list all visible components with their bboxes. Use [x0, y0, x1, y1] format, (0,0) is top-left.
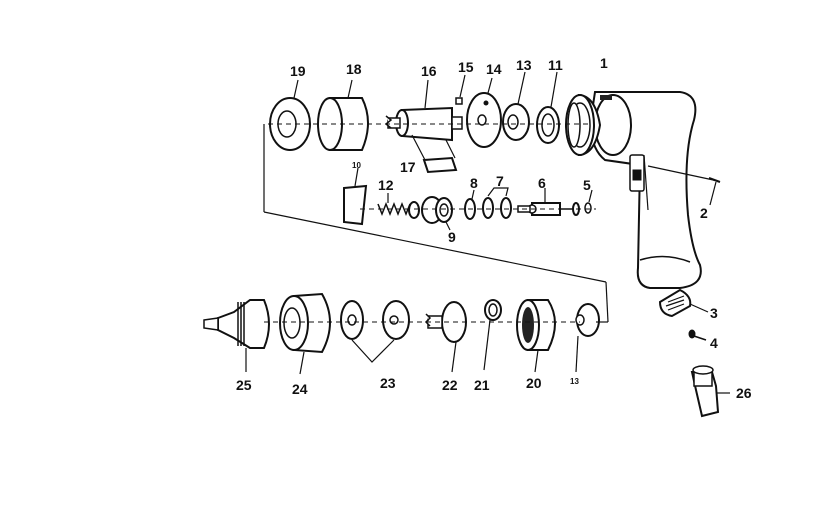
part-22-spindle — [424, 301, 467, 373]
label-23: 23 — [380, 375, 396, 391]
part-6-stem — [517, 188, 580, 216]
part-18-cylinder — [317, 79, 369, 151]
label-7: 7 — [496, 173, 504, 189]
label-14: 14 — [486, 61, 502, 77]
part-8-oring — [464, 189, 476, 220]
label-3: 3 — [710, 305, 718, 321]
part-12-spring — [377, 193, 411, 217]
label-24: 24 — [292, 381, 308, 397]
part-21-gears — [483, 299, 502, 371]
label-1: 1 — [600, 55, 608, 71]
part-10-sleeve — [343, 167, 368, 226]
part-26-inlet — [690, 365, 730, 418]
label-16: 16 — [421, 63, 437, 79]
label-11: 11 — [548, 57, 563, 73]
label-20: 20 — [526, 375, 542, 391]
part-1-housing — [577, 91, 702, 289]
label-26: 26 — [736, 385, 752, 401]
label-10: 10 — [352, 161, 361, 170]
label-4: 4 — [710, 335, 718, 351]
part-4-screw — [688, 329, 707, 341]
part-3-deflector — [658, 288, 709, 318]
part-19-cap — [269, 79, 311, 151]
part-15-pin — [455, 74, 466, 105]
label-2: 2 — [700, 205, 708, 221]
label-25: 25 — [236, 377, 252, 393]
part-9-valve — [408, 196, 453, 231]
part-25-chuck — [203, 299, 270, 372]
part-11-seal — [536, 71, 560, 144]
label-9: 9 — [448, 229, 456, 245]
label-6: 6 — [538, 175, 546, 191]
part-24-gear-housing — [279, 292, 331, 375]
part-7-orings — [482, 187, 512, 219]
label-13b: 13 — [570, 377, 579, 386]
part-2-pin — [647, 165, 721, 206]
part-23-washers — [340, 300, 410, 363]
label-5: 5 — [583, 177, 591, 193]
label-22: 22 — [442, 377, 458, 393]
part-20-ring-gear — [516, 299, 556, 373]
part-1-ring-thread — [565, 94, 595, 156]
part-5-clip — [584, 189, 593, 214]
part-16-rotor — [384, 79, 463, 142]
label-21: 21 — [474, 377, 490, 393]
assembly-axis-lines — [263, 123, 609, 323]
label-15: 15 — [458, 59, 474, 75]
part-17-blades — [411, 134, 458, 174]
label-8: 8 — [470, 175, 478, 191]
label-19: 19 — [290, 63, 306, 79]
label-13: 13 — [516, 57, 532, 73]
label-12: 12 — [378, 177, 394, 193]
part-13-bearing — [502, 71, 530, 141]
part-14-end-plate — [466, 77, 502, 148]
part-13b-bearing — [575, 303, 600, 373]
label-18: 18 — [346, 61, 362, 77]
label-17: 17 — [400, 159, 416, 175]
